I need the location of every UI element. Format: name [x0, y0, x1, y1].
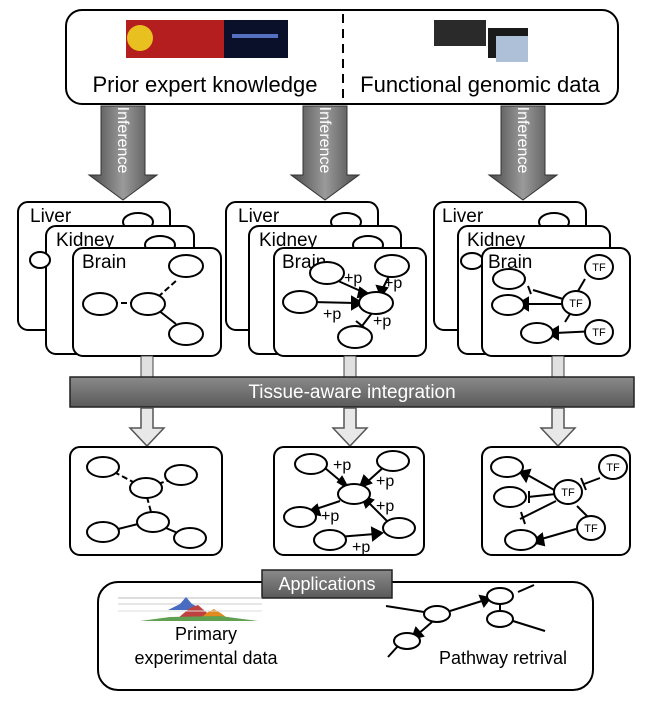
integrated-network-middle: +p +p +p +p +p — [273, 446, 425, 556]
tissue-stack-middle: Liver Kidney Brain +p +p +p +p — [225, 201, 427, 357]
brain-network-undirected — [82, 254, 204, 346]
tissue-aware-integration-bar: Tissue-aware integration — [69, 376, 635, 408]
phospho-label: +p — [321, 508, 339, 525]
integration-label: Tissue-aware integration — [248, 382, 455, 403]
inference-label-middle: Inference — [316, 107, 333, 174]
tf-label: TF — [592, 262, 606, 274]
integrated-network-right: TF TF TF — [481, 446, 631, 556]
gene-ontology-logo — [224, 20, 288, 58]
brain-label: Brain — [488, 252, 532, 273]
kidney-label: Kidney — [259, 230, 318, 251]
brain-network-phospho — [282, 254, 410, 349]
liver-label: Liver — [238, 206, 280, 227]
applications-panel: Applications Primary experimental data — [97, 569, 594, 691]
phospho-label: +p — [376, 473, 394, 490]
inference-label-left: Inference — [114, 107, 131, 174]
tf-label: TF — [561, 487, 575, 499]
output-arrow-left — [128, 407, 166, 448]
genome-track-thumbnail — [118, 597, 262, 621]
tf-label: TF — [569, 298, 583, 310]
primary-data-label-line2: experimental data — [134, 648, 278, 668]
integrated-network-left — [69, 446, 223, 556]
inference-arrow-left: Inference — [87, 105, 159, 201]
phospho-label: +p — [373, 313, 391, 330]
expression-data-thumbnail — [434, 20, 486, 46]
brain-label: Brain — [82, 252, 126, 273]
liver-label: Liver — [442, 206, 484, 227]
phospho-label: +p — [376, 498, 394, 515]
kidney-label: Kidney — [56, 230, 115, 251]
top-panel: Prior expert knowledge Functional genomi… — [65, 9, 619, 105]
applications-title: Applications — [278, 574, 375, 594]
tf-label: TF — [606, 462, 620, 474]
phospho-label: +p — [344, 270, 362, 287]
knowledge-database-logos — [126, 20, 288, 58]
kidney-label: Kidney — [467, 230, 526, 251]
prior-knowledge-title: Prior expert knowledge — [92, 72, 317, 97]
output-arrow-right — [539, 407, 577, 448]
kegg-logo — [127, 25, 153, 51]
phospho-label: +p — [323, 306, 341, 323]
functional-data-title: Functional genomic data — [360, 72, 600, 97]
applications-header — [261, 569, 393, 599]
tf-label: TF — [584, 523, 598, 535]
output-arrow-middle — [331, 407, 369, 448]
pathway-retrieval-label: Pathway retrival — [439, 648, 567, 668]
phospho-label: +p — [384, 275, 402, 292]
tissue-stack-right: Liver Kidney Brain TF TF TF — [433, 201, 631, 357]
inference-arrow-right: Inference — [487, 105, 559, 201]
primary-data-label-line1: Primary — [175, 624, 237, 644]
pathway-mini-network — [385, 584, 546, 658]
integration-output-arrows — [128, 407, 577, 448]
gene-ontology-logo-text — [232, 34, 278, 38]
genomic-data-thumbnails — [434, 20, 528, 62]
integration-stems — [140, 355, 565, 379]
inference-label-right: Inference — [514, 107, 531, 174]
data-table-thumbnail — [496, 36, 528, 62]
tissue-stack-left: Liver Kidney Brain — [17, 201, 222, 357]
phospho-label: +p — [352, 539, 370, 556]
brain-network-regulatory — [491, 254, 614, 345]
liver-label: Liver — [30, 206, 72, 227]
tf-label: TF — [592, 327, 606, 339]
phospho-label: +p — [333, 457, 351, 474]
inference-arrow-middle: Inference — [289, 105, 361, 201]
